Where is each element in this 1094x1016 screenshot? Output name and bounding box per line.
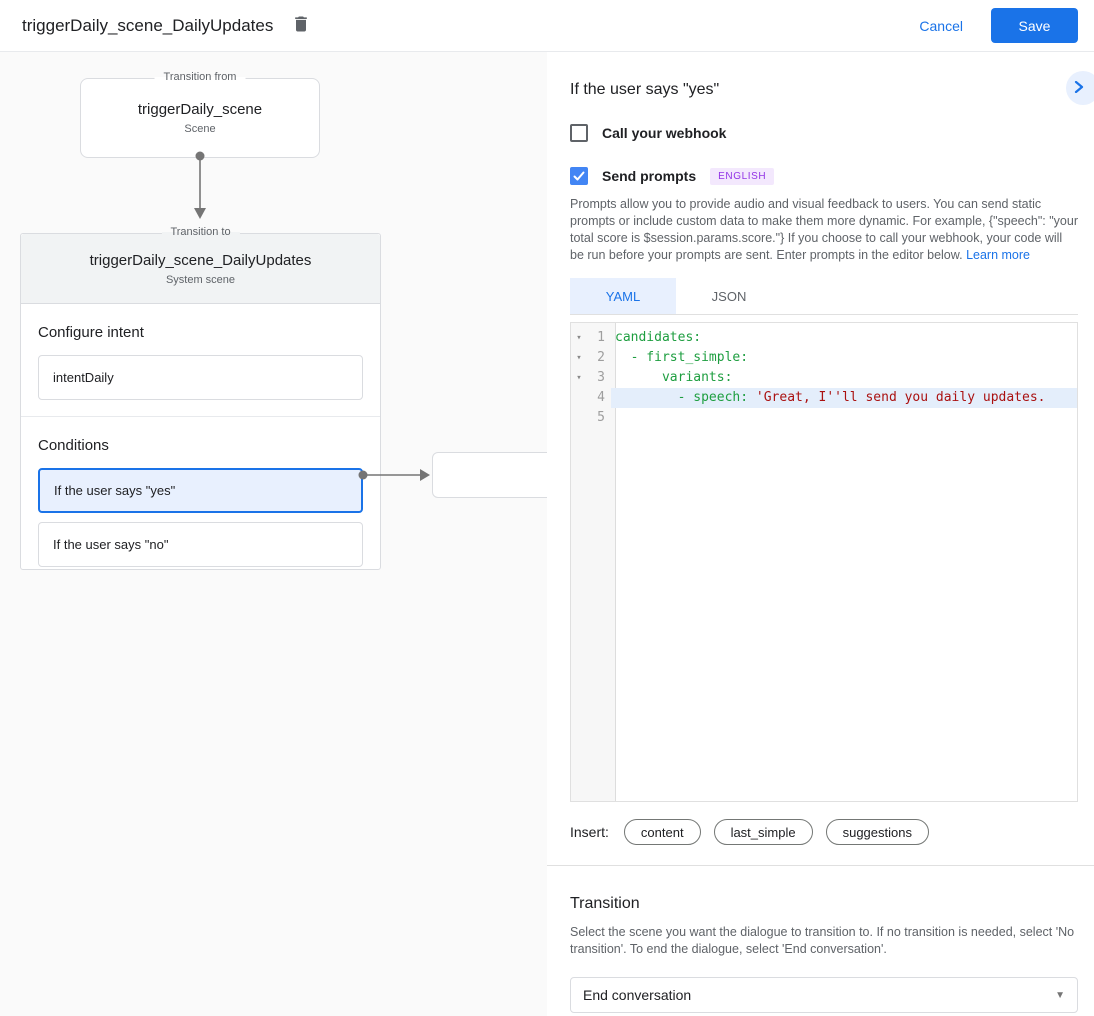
transition-select[interactable]: End conversation ▼ bbox=[570, 977, 1078, 1013]
fold-arrow-icon[interactable]: ▾ bbox=[576, 333, 582, 343]
send-prompts-checkbox-row[interactable]: Send prompts ENGLISH bbox=[570, 167, 1078, 185]
delete-scene-button[interactable] bbox=[291, 14, 311, 37]
cancel-button[interactable]: Cancel bbox=[919, 17, 963, 34]
conditions-section: Conditions If the user says "yes" If the… bbox=[21, 417, 380, 592]
line-number: 1 bbox=[597, 330, 605, 345]
configure-intent-heading: Configure intent bbox=[38, 324, 144, 341]
transition-from-label: Transition from bbox=[154, 71, 246, 83]
tab-json[interactable]: JSON bbox=[711, 288, 747, 304]
line-number: 2 bbox=[597, 350, 605, 365]
intent-card[interactable]: intentDaily bbox=[38, 355, 363, 400]
fold-arrow-icon[interactable] bbox=[571, 388, 587, 408]
insert-label: Insert: bbox=[570, 824, 609, 840]
checkbox-checked-icon[interactable] bbox=[570, 167, 588, 185]
tab-yaml[interactable]: YAML bbox=[570, 278, 676, 314]
language-badge: ENGLISH bbox=[710, 167, 775, 185]
fold-arrow-icon[interactable]: ▾ bbox=[576, 373, 582, 383]
flow-canvas[interactable]: Transition from triggerDaily_scene Scene… bbox=[0, 52, 547, 1016]
save-button[interactable]: Save bbox=[991, 8, 1078, 43]
transition-heading: Transition bbox=[570, 895, 640, 912]
insert-chip-content[interactable]: content bbox=[623, 819, 701, 845]
line-number: 4 bbox=[597, 390, 605, 405]
node-transition-from[interactable]: Transition from triggerDaily_scene Scene bbox=[80, 71, 320, 158]
webhook-checkbox-row[interactable]: Call your webhook bbox=[570, 124, 1078, 142]
editor-gutter bbox=[571, 323, 616, 801]
node-transition-to[interactable]: Transition to triggerDaily_scene_DailyUp… bbox=[20, 226, 381, 570]
panel-title: If the user says "yes" bbox=[570, 81, 720, 98]
panel-divider bbox=[547, 865, 1094, 866]
from-node-title: triggerDaily_scene bbox=[137, 101, 263, 118]
configure-intent-section: Configure intent intentDaily bbox=[21, 304, 380, 416]
topbar: triggerDaily_scene_DailyUpdates Cancel S… bbox=[0, 0, 1094, 52]
condition-card-no[interactable]: If the user says "no" bbox=[38, 522, 363, 567]
fold-arrow-icon[interactable]: ▾ bbox=[576, 353, 582, 363]
collapse-panel-button[interactable] bbox=[1066, 71, 1094, 105]
code-string: 'Great, I''ll send you daily updates. bbox=[755, 390, 1046, 405]
insert-row: Insert: content last_simple suggestions bbox=[570, 819, 1078, 845]
editor-tabs: YAML JSON bbox=[570, 278, 1078, 315]
chevron-right-icon bbox=[1073, 80, 1085, 96]
code-text: variants: bbox=[615, 370, 733, 385]
send-prompts-checkbox-label: Send prompts bbox=[602, 168, 697, 184]
prompts-description: Prompts allow you to provide audio and v… bbox=[570, 196, 1078, 264]
code-line[interactable]: ▾ 2 - first_simple: bbox=[571, 348, 1077, 368]
line-number: 3 bbox=[597, 370, 605, 385]
code-line[interactable]: ▾ 1 candidates: bbox=[571, 328, 1077, 348]
code-text: - speech: bbox=[615, 390, 756, 405]
prompt-code-editor[interactable]: ▾ 1 candidates: ▾ 2 - first_simple: ▾ 3 … bbox=[570, 322, 1078, 802]
condition-card-yes[interactable]: If the user says "yes" bbox=[38, 468, 363, 513]
checkbox-unchecked-icon[interactable] bbox=[570, 124, 588, 142]
learn-more-link[interactable]: Learn more bbox=[966, 248, 1030, 262]
fold-arrow-icon[interactable] bbox=[571, 408, 587, 428]
transition-target-node[interactable] bbox=[432, 452, 547, 498]
section-divider bbox=[21, 416, 380, 417]
scene-header: triggerDaily_scene_DailyUpdates System s… bbox=[21, 234, 380, 304]
code-line[interactable]: ▾ 3 variants: bbox=[571, 368, 1077, 388]
transition-description: Select the scene you want the dialogue t… bbox=[570, 925, 1075, 956]
code-line[interactable]: 5 bbox=[571, 408, 1077, 428]
connector-right-arrow bbox=[358, 469, 430, 481]
connector-down-arrow bbox=[194, 151, 206, 219]
code-text: candidates: bbox=[615, 330, 702, 345]
to-node-title: triggerDaily_scene_DailyUpdates bbox=[89, 251, 312, 269]
insert-chip-last-simple[interactable]: last_simple bbox=[713, 819, 813, 845]
line-number: 5 bbox=[597, 410, 605, 425]
transition-select-value: End conversation bbox=[583, 987, 692, 1003]
prompts-description-text: Prompts allow you to provide audio and v… bbox=[570, 197, 1078, 262]
webhook-checkbox-label: Call your webhook bbox=[602, 125, 727, 141]
transition-to-label: Transition to bbox=[161, 226, 240, 238]
trash-icon bbox=[291, 14, 311, 37]
to-node-subtitle: System scene bbox=[165, 273, 236, 286]
code-line-highlighted[interactable]: 4 - speech: 'Great, I''ll send you daily… bbox=[571, 388, 1077, 408]
conditions-heading: Conditions bbox=[38, 437, 109, 454]
page-title: triggerDaily_scene_DailyUpdates bbox=[22, 15, 274, 35]
dropdown-caret-icon: ▼ bbox=[1055, 989, 1065, 1001]
from-node-subtitle: Scene bbox=[184, 123, 216, 135]
condition-detail-panel: If the user says "yes" Call your webhook… bbox=[547, 52, 1094, 1016]
insert-chip-suggestions[interactable]: suggestions bbox=[825, 819, 929, 845]
code-text: - first_simple: bbox=[615, 350, 749, 365]
